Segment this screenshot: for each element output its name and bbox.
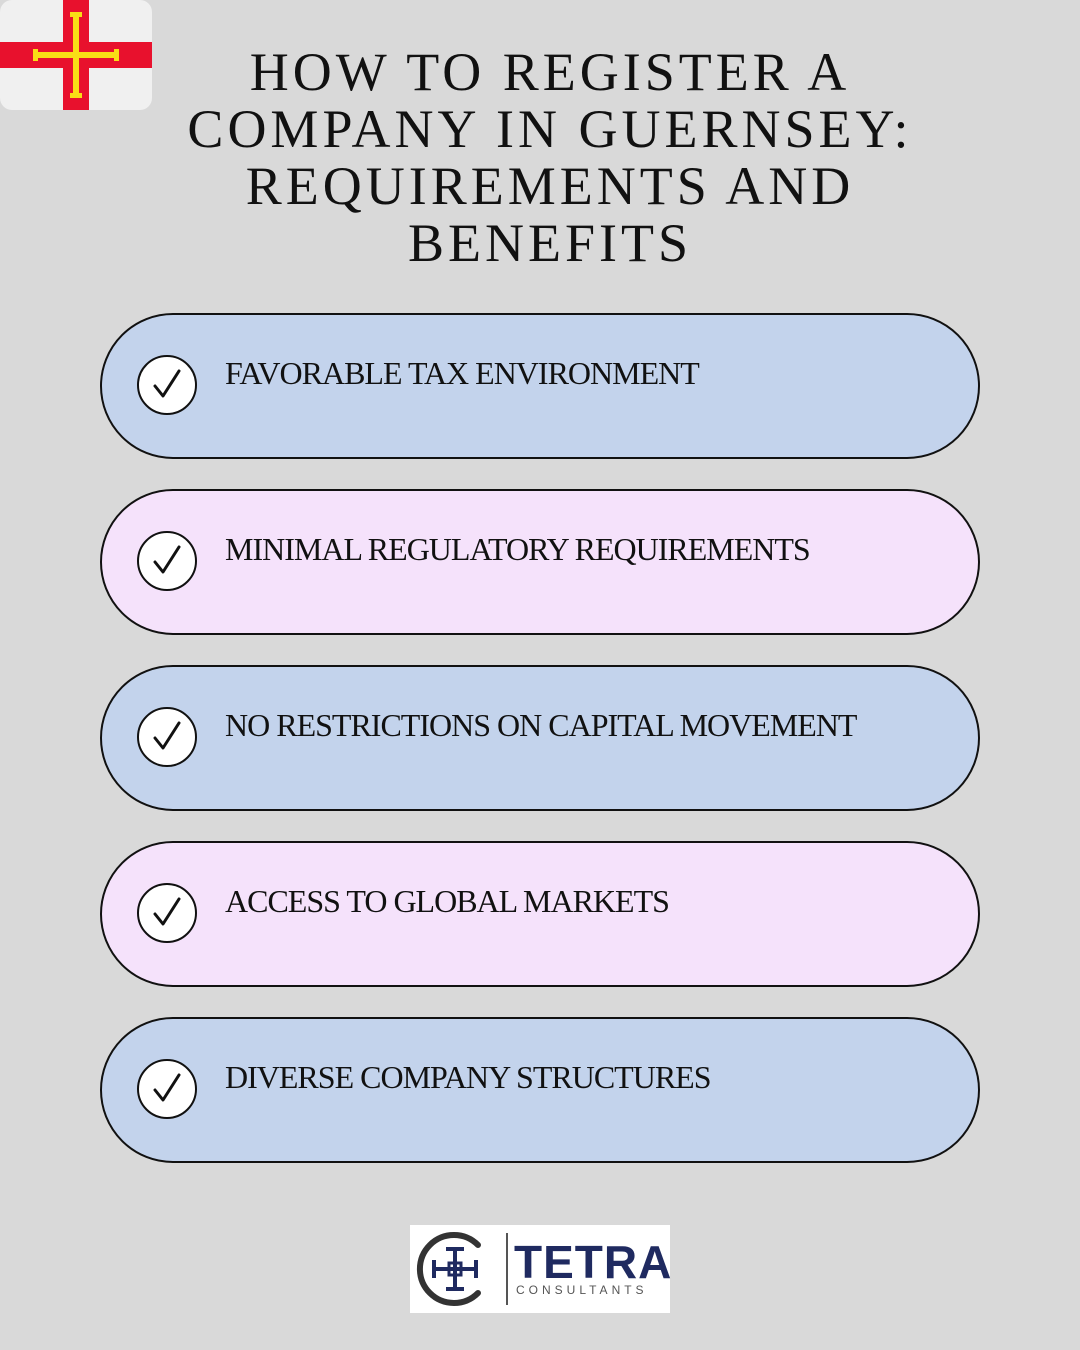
logo-subtitle: CONSULTANTS <box>516 1283 648 1297</box>
guernsey-flag-icon <box>0 0 152 110</box>
benefit-label: DIVERSE COMPANY STRUCTURES <box>225 1059 711 1095</box>
benefits-list: FAVORABLE TAX ENVIRONMENT MINIMAL REGULA… <box>100 313 980 1193</box>
tetra-cross-logo-icon <box>417 1232 481 1306</box>
benefit-label: MINIMAL REGULATORY REQUIREMENTS <box>225 531 811 567</box>
check-circle-icon <box>137 531 197 591</box>
logo-name: TETRA <box>514 1236 673 1288</box>
benefit-item-markets: ACCESS TO GLOBAL MARKETS <box>100 841 980 987</box>
check-circle-icon <box>137 707 197 767</box>
check-circle-icon <box>137 355 197 415</box>
benefit-item-tax: FAVORABLE TAX ENVIRONMENT <box>100 313 980 459</box>
logo-divider <box>506 1233 508 1305</box>
check-circle-icon <box>137 1059 197 1119</box>
benefit-label: FAVORABLE TAX ENVIRONMENT <box>225 355 700 391</box>
page-title: How to Register a Company in Guernsey: R… <box>187 42 913 273</box>
tetra-consultants-logo: TETRA CONSULTANTS <box>410 1225 673 1313</box>
benefit-label: NO RESTRICTIONS ON CAPITAL MOVEMENT <box>225 707 857 743</box>
check-circle-icon <box>137 883 197 943</box>
benefit-item-structures: DIVERSE COMPANY STRUCTURES <box>100 1017 980 1163</box>
benefit-item-capital: NO RESTRICTIONS ON CAPITAL MOVEMENT <box>100 665 980 811</box>
benefit-label: ACCESS TO GLOBAL MARKETS <box>225 883 670 919</box>
benefit-item-regulatory: MINIMAL REGULATORY REQUIREMENTS <box>100 489 980 635</box>
